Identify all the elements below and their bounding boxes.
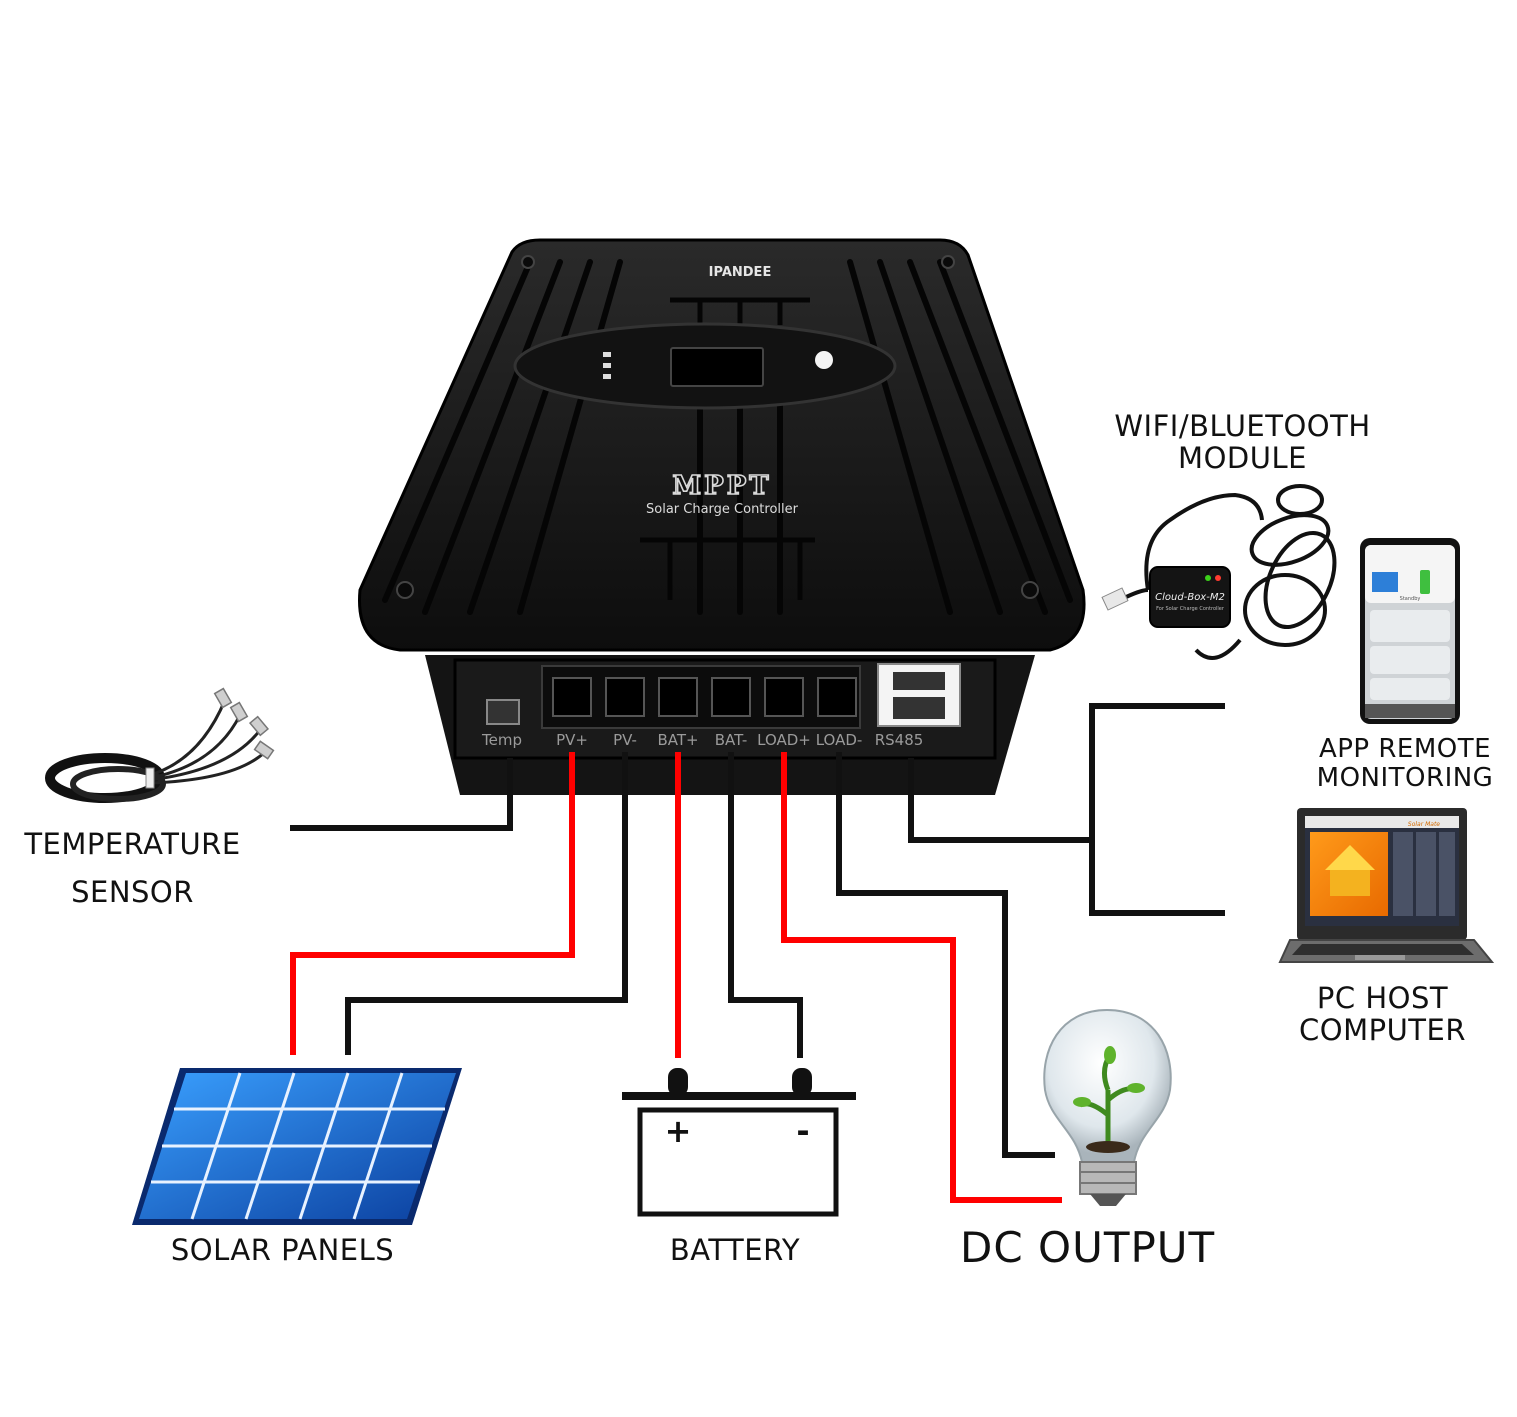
rj45-plug [1101,587,1129,611]
phone-status-text: Standby [1400,596,1421,602]
wire-pv-negative [345,752,628,1055]
top-vents [640,297,815,600]
temp-sensor-port[interactable] [486,699,520,725]
screw-terminal-strip [541,665,861,729]
solar-panel [132,1068,462,1225]
app-monitoring-label-line2: MONITORING [1316,763,1494,794]
wire-rs485 [908,758,1092,843]
status-leds [603,352,611,379]
wifi-module-label-line2: MODULE [1178,441,1307,476]
wifi-module-label-line1: WIFI/BLUETOOTH [1114,409,1371,443]
terminal-label-bat-pos: BAT+ [657,731,698,749]
lcd-screen [670,347,764,387]
laptop-app-name: Solar Mate [1408,821,1440,828]
rs485-jack-top [893,672,945,690]
wire-pv-positive [290,752,575,1055]
wifi-bluetooth-module: Cloud-Box-M2 For Solar Charge Controller [1101,484,1337,660]
battery: + - [622,1068,856,1217]
wire-temp [290,758,513,831]
charge-controller: IPANDEE MPPT Solar Charge Controller [358,238,1086,795]
laptop: Solar Mate [1278,808,1495,963]
terminal-label-pv-neg: PV- [613,731,637,749]
terminal-label-load-pos: LOAD+ [757,731,811,749]
bulb-icon [1043,1008,1172,1206]
rs485-jack-bottom [893,697,945,719]
brand-logo: IPANDEE [709,265,772,280]
controller-subtitle: Solar Charge Controller [646,502,799,517]
app-monitoring-label: APP REMOTE MONITORING [1305,734,1505,794]
wiring [290,703,1225,1203]
terminal-labels: Temp PV+ PV- BAT+ BAT- LOAD+ LOAD- RS485 [481,731,923,749]
wire-comm-bus [1089,703,1225,916]
mppt-badge: MPPT [672,471,771,501]
terminal-label-rs485: RS485 [875,731,924,749]
corner-screws [396,255,1039,599]
setup-button[interactable] [815,351,833,369]
pc-host-label-line1: PC HOST [1316,981,1449,1015]
temperature-sensor-label-line2: SENSOR [71,875,194,910]
terminal-sockets [552,677,857,717]
pc-host-label-line2: COMPUTER [1299,1013,1466,1048]
temperature-sensor [45,687,275,803]
smartphone: Standby [1360,538,1460,724]
temperature-sensor-label: TEMPERATURE SENSOR [20,828,245,909]
dc-output-label: DC OUTPUT [960,1223,1216,1272]
temperature-sensor-label-line1: TEMPERATURE [24,827,241,861]
terminal-label-load-neg: LOAD- [816,731,863,749]
terminal-label-bat-neg: BAT- [715,731,748,749]
battery-minus-symbol: - [796,1112,809,1150]
coiled-cable [1194,484,1337,660]
battery-plus-symbol: + [665,1112,692,1150]
cooling-fins [382,259,1073,615]
terminal-label-pv-pos: PV+ [556,731,588,749]
module-model-label: Cloud-Box-M2 [1155,592,1225,603]
pc-host-label: PC HOST COMPUTER [1290,982,1475,1047]
wire-load-negative [836,752,1055,1158]
module-box [1149,566,1231,628]
module-sub-label: For Solar Charge Controller [1156,606,1225,612]
wire-bat-negative [728,752,803,1058]
app-monitoring-label-line1: APP REMOTE [1318,734,1492,764]
terminal-label-temp: Temp [481,731,522,749]
wifi-module-label: WIFI/BLUETOOTH MODULE [1100,410,1385,475]
solar-panels-label: SOLAR PANELS [170,1233,395,1267]
battery-label: BATTERY [669,1233,801,1267]
wire-load-positive [781,752,1062,1203]
